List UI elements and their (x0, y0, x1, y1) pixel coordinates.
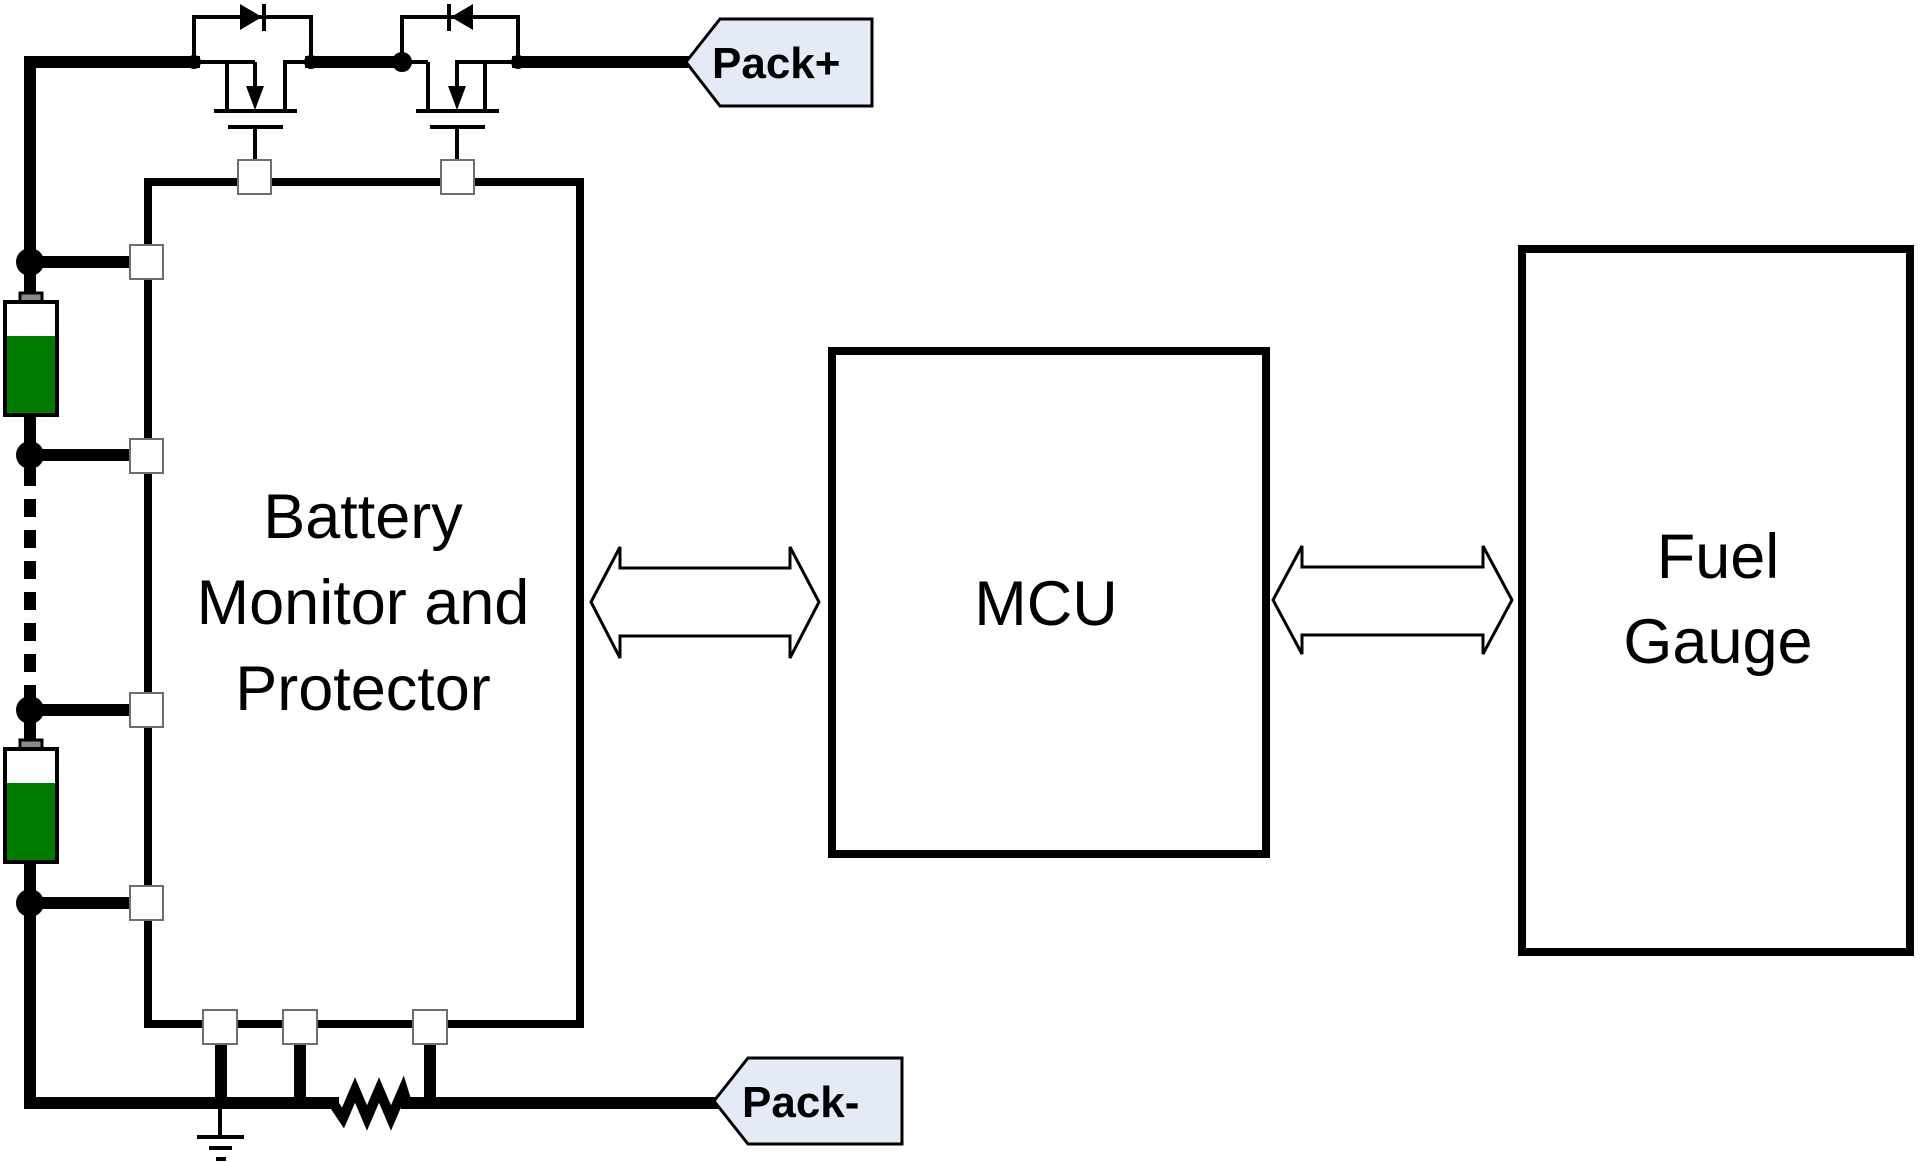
diode-icon (451, 4, 473, 30)
fuel-gauge-block: Fuel Gauge (1518, 245, 1914, 956)
diode-icon (240, 4, 262, 30)
mosfet-icon (392, 4, 525, 160)
ic-pins (129, 159, 475, 1045)
bidirectional-arrow-mcu-fuel-gauge (1271, 545, 1514, 655)
battery-cell-icon (3, 738, 59, 864)
bottom-return-wire (24, 1038, 722, 1131)
top-power-wire (24, 56, 694, 268)
mcu-block: MCU (828, 347, 1270, 858)
mosfet-icon (187, 4, 318, 160)
pack-minus-label: Pack- (742, 1078, 859, 1127)
pack-plus-connector: Pack+ (684, 17, 874, 108)
battery-monitor-protector-block: Battery Monitor and Protector (144, 178, 584, 1028)
pack-minus-connector: Pack- (712, 1056, 904, 1146)
bidirectional-arrow-bmp-mcu (589, 546, 821, 659)
junction-nodes (16, 248, 44, 917)
pack-plus-label: Pack+ (712, 39, 840, 88)
bmp-label-line-2: Monitor and (197, 568, 530, 638)
battery-cell-icon (3, 291, 59, 417)
fuel-gauge-label-line-2: Gauge (1623, 607, 1812, 677)
sense-resistor-icon (328, 1075, 412, 1131)
bmp-label-line-3: Protector (235, 654, 491, 724)
mcu-label: MCU (974, 569, 1117, 639)
bmp-label-line-1: Battery (263, 482, 463, 552)
fuel-gauge-label-line-1: Fuel (1657, 522, 1780, 592)
ground-icon (197, 1103, 244, 1161)
